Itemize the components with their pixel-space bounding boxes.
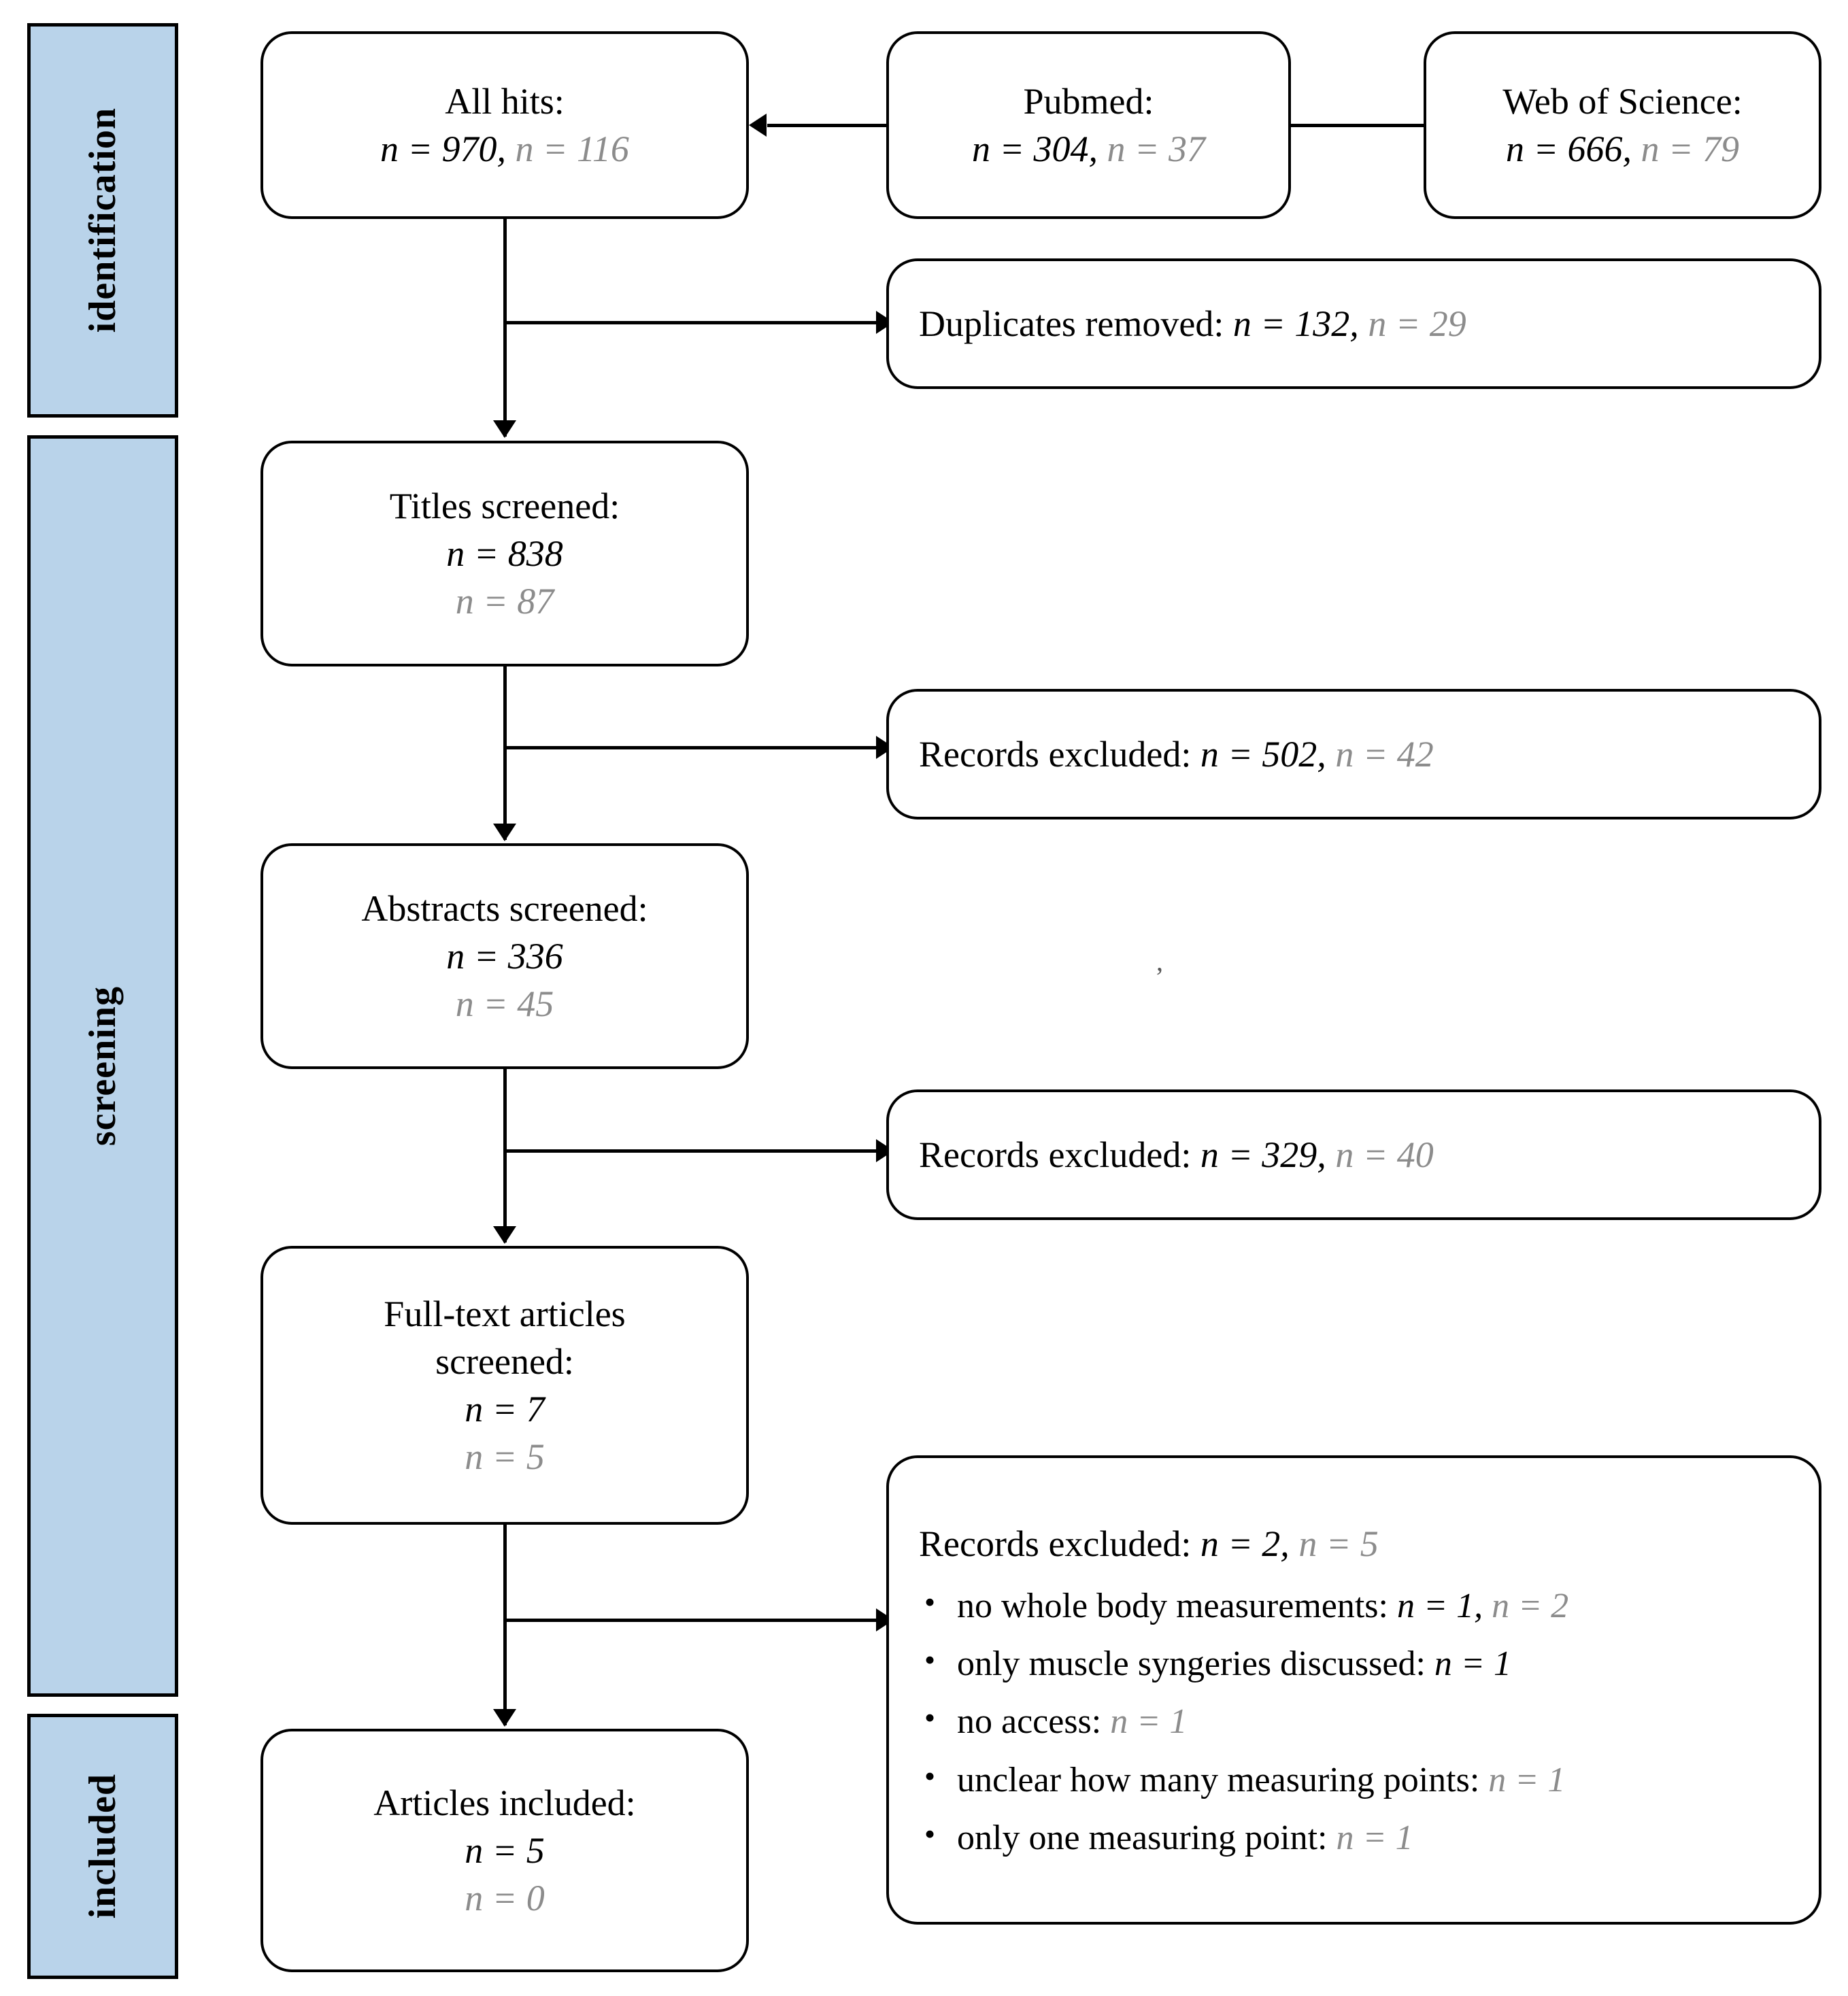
stage-label-identification: identification — [82, 107, 124, 333]
articles-included-title: Articles included: — [373, 1782, 636, 1823]
records-excluded-titles-secondary: n = 42 — [1335, 733, 1434, 775]
abstracts-screened-title: Abstracts screened: — [361, 887, 648, 929]
node-abstracts-screened: Abstracts screened: n = 336 n = 45 — [261, 843, 749, 1069]
stage-label-screening: screening — [82, 985, 124, 1147]
arrow-into-articles-included — [493, 1709, 516, 1727]
connector-pubmed-to-allhits — [767, 124, 886, 127]
fulltext-screened-primary: n = 7 — [465, 1389, 545, 1430]
node-titles-screened: Titles screened: n = 838 n = 87 — [261, 441, 749, 666]
records-excluded-fulltext-secondary: n = 5 — [1298, 1523, 1379, 1565]
fulltext-screened-title-line2: screened: — [435, 1340, 574, 1382]
spine-fulltext-to-included — [503, 1525, 507, 1725]
connector-to-records-excluded-abstracts — [503, 1149, 884, 1153]
stray-mark: , — [1156, 946, 1163, 977]
records-excluded-abstracts-text: Records excluded: n = 329, n = 40 — [919, 1131, 1434, 1179]
arrow-into-abstracts-screened — [493, 824, 516, 841]
abstracts-screened-primary: n = 336 — [446, 935, 563, 977]
reason-secondary: n = 1 — [1110, 1702, 1188, 1742]
list-item: unclear how many measuring points: n = 1 — [919, 1757, 1568, 1802]
reason-text: unclear how many measuring points: — [957, 1760, 1480, 1799]
connector-to-records-excluded-titles — [503, 746, 884, 749]
all-hits-secondary: n = 116 — [515, 129, 629, 169]
arrow-into-all-hits — [749, 114, 767, 137]
titles-screened-title: Titles screened: — [389, 485, 620, 526]
fulltext-screened-title-line1: Full-text articles — [384, 1293, 626, 1334]
stage-label-included: included — [82, 1774, 124, 1919]
pubmed-primary: n = 304, — [972, 129, 1098, 169]
records-excluded-fulltext-primary: n = 2, — [1200, 1523, 1290, 1565]
articles-included-secondary: n = 0 — [465, 1878, 545, 1919]
node-articles-included: Articles included: n = 5 n = 0 — [261, 1729, 749, 1972]
node-records-excluded-titles: Records excluded: n = 502, n = 42 — [886, 689, 1821, 819]
node-web-of-science: Web of Science: n = 666, n = 79 — [1424, 31, 1821, 219]
titles-screened-secondary: n = 87 — [455, 581, 554, 622]
node-fulltext-screened: Full-text articles screened: n = 7 n = 5 — [261, 1246, 749, 1525]
reason-secondary: n = 1 — [1488, 1760, 1566, 1799]
web-of-science-primary: n = 666, — [1506, 129, 1632, 169]
node-records-excluded-abstracts: Records excluded: n = 329, n = 40 — [886, 1089, 1821, 1220]
records-excluded-fulltext-header: Records excluded: n = 2, n = 5 — [919, 1520, 1379, 1568]
duplicates-removed-primary: n = 132, — [1232, 303, 1359, 344]
node-records-excluded-fulltext: Records excluded: n = 2, n = 5 no whole … — [886, 1455, 1821, 1925]
reason-secondary: n = 1 — [1336, 1819, 1413, 1858]
connector-to-records-excluded-fulltext — [503, 1619, 884, 1622]
reason-text: no whole body measurements: — [957, 1586, 1388, 1625]
node-pubmed: Pubmed: n = 304, n = 37 — [886, 31, 1291, 219]
records-excluded-abstracts-label: Records excluded: — [919, 1134, 1192, 1175]
pubmed-secondary: n = 37 — [1107, 129, 1205, 169]
list-item: no access: n = 1 — [919, 1699, 1568, 1743]
fulltext-screened-secondary: n = 5 — [465, 1436, 545, 1478]
all-hits-title: All hits: — [445, 80, 565, 122]
duplicates-removed-secondary: n = 29 — [1368, 303, 1466, 344]
reason-text: no access: — [957, 1702, 1102, 1742]
pubmed-counts: n = 304, n = 37 — [972, 125, 1205, 173]
node-duplicates-removed: Duplicates removed: n = 132, n = 29 — [886, 258, 1821, 389]
spine-allhits-to-titles — [503, 219, 507, 437]
spine-titles-to-abstracts — [503, 666, 507, 840]
reason-primary: n = 1, — [1396, 1586, 1483, 1625]
reason-text: only muscle syngeries discussed: — [957, 1644, 1426, 1683]
arrow-into-titles-screened — [493, 420, 516, 438]
records-excluded-abstracts-secondary: n = 40 — [1335, 1134, 1434, 1175]
records-excluded-titles-text: Records excluded: n = 502, n = 42 — [919, 730, 1434, 778]
stage-band-included: included — [27, 1714, 178, 1979]
connector-wos-to-pubmed — [1291, 124, 1424, 127]
abstracts-screened-secondary: n = 45 — [455, 983, 554, 1025]
reason-secondary: n = 2 — [1492, 1586, 1569, 1625]
connector-to-duplicates — [503, 321, 884, 324]
web-of-science-counts: n = 666, n = 79 — [1506, 125, 1739, 173]
reason-primary: n = 1 — [1434, 1644, 1511, 1683]
all-hits-primary: n = 970, — [380, 129, 506, 169]
duplicates-removed-label: Duplicates removed: — [919, 303, 1224, 344]
records-excluded-titles-label: Records excluded: — [919, 733, 1192, 775]
spine-abstracts-to-fulltext — [503, 1069, 507, 1242]
stage-band-identification: identification — [27, 23, 178, 418]
arrow-into-fulltext-screened — [493, 1226, 516, 1244]
pubmed-title: Pubmed: — [1023, 80, 1154, 122]
records-excluded-abstracts-primary: n = 329, — [1200, 1134, 1326, 1175]
duplicates-removed-text: Duplicates removed: n = 132, n = 29 — [919, 300, 1466, 348]
list-item: only one measuring point: n = 1 — [919, 1815, 1568, 1859]
titles-screened-primary: n = 838 — [446, 532, 563, 574]
records-excluded-titles-primary: n = 502, — [1200, 733, 1326, 775]
web-of-science-secondary: n = 79 — [1641, 129, 1739, 169]
articles-included-primary: n = 5 — [465, 1829, 545, 1871]
reason-text: only one measuring point: — [957, 1819, 1328, 1858]
records-excluded-fulltext-label: Records excluded: — [919, 1523, 1192, 1565]
list-item: only muscle syngeries discussed: n = 1 — [919, 1641, 1568, 1685]
web-of-science-title: Web of Science: — [1502, 80, 1743, 122]
exclusion-reason-list: no whole body measurements: n = 1, n = 2… — [919, 1583, 1569, 1860]
node-all-hits: All hits: n = 970, n = 116 — [261, 31, 749, 219]
list-item: no whole body measurements: n = 1, n = 2 — [919, 1583, 1569, 1627]
stage-band-screening: screening — [27, 435, 178, 1697]
all-hits-counts: n = 970, n = 116 — [380, 125, 629, 173]
